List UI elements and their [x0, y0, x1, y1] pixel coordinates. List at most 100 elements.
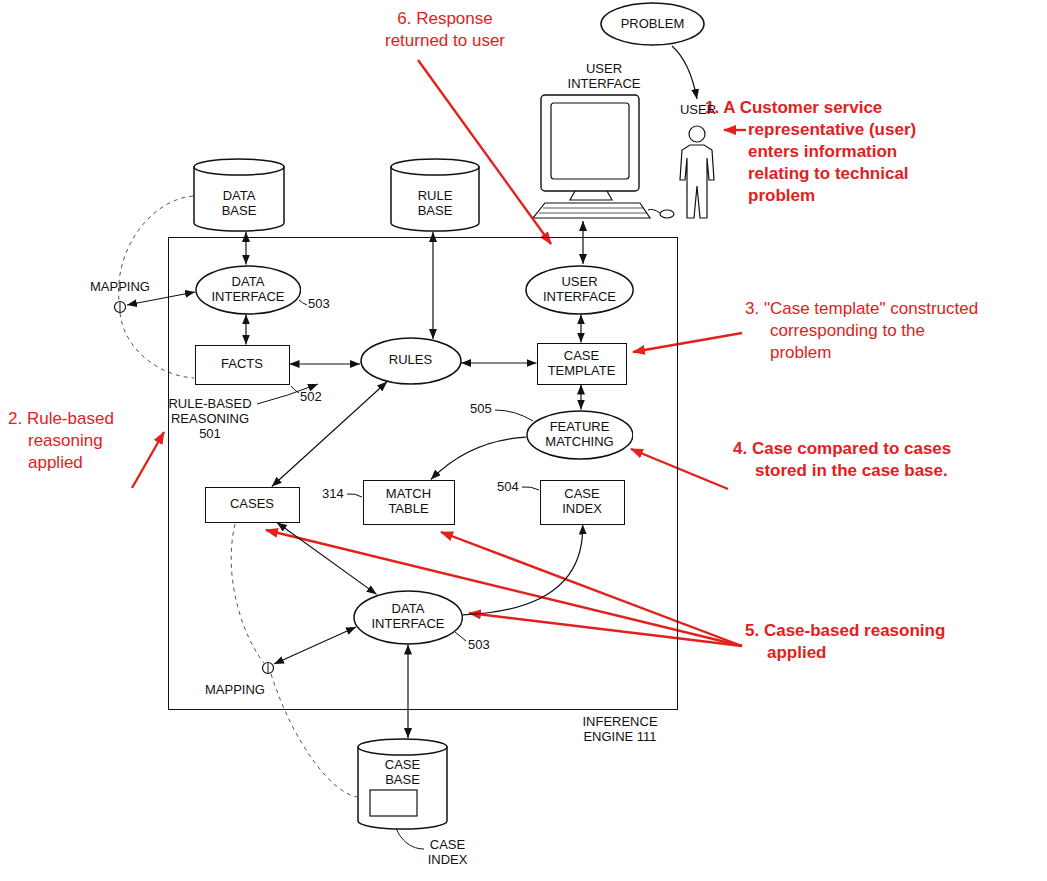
part-label: USER INTERFACE: [559, 62, 649, 92]
mapping-dashed: [120, 313, 194, 378]
leader-line: [522, 487, 539, 490]
node-label: MATCH TABLE: [370, 487, 448, 517]
reference-number: 505: [470, 402, 500, 417]
callout-arrow: [469, 613, 742, 646]
process-ellipse: USER INTERFACE: [525, 265, 634, 315]
callout-text: 6. Response returned to user: [375, 8, 515, 52]
mouse-cord: [648, 209, 660, 213]
monitor: [541, 95, 639, 191]
data-box: CASE TEMPLATE: [537, 343, 627, 385]
node-label: DATA BASE: [212, 189, 267, 219]
data-box: CASE INDEX: [540, 480, 625, 525]
engine-label: INFERENCE ENGINE 111: [580, 715, 660, 745]
engine-frame: INFERENCE ENGINE 111DATA INTERFACEUSER I…: [168, 237, 678, 710]
reference-number: 504: [497, 480, 527, 495]
problem-ellipse: PROBLEM: [600, 2, 705, 46]
monitor-stand: [570, 191, 612, 200]
part-label: RULE-BASED REASONING 501: [160, 397, 260, 442]
connector: [431, 437, 526, 479]
cylinder-top: [194, 159, 284, 175]
mapping-dashed: [231, 524, 264, 663]
mapping-dashed: [271, 674, 357, 797]
ellipse-outline: [354, 591, 462, 644]
ellipse-outline: [361, 338, 461, 384]
process-ellipse: FEATURE MATCHING: [526, 410, 634, 460]
database-cylinder: CASE BASE: [357, 738, 448, 830]
problem-arrow: [672, 46, 697, 99]
leader-line: [495, 410, 533, 421]
reference-number: 314: [322, 487, 352, 502]
callout-arrow: [266, 530, 742, 646]
callout-text: 2. Rule-based reasoning applied: [8, 408, 138, 474]
callout-text: 3. "Case template" constructed correspon…: [745, 298, 982, 364]
leader-line: [299, 300, 307, 305]
ellipse-outline: [196, 266, 301, 314]
node-label: CASE BASE: [376, 758, 430, 788]
node-label: CASES: [230, 497, 274, 512]
database-cylinder: RULE BASE: [390, 158, 480, 232]
process-ellipse: DATA INTERFACE: [195, 265, 302, 315]
cylinder-body: [194, 167, 284, 231]
mapping-circle: [263, 663, 274, 674]
callout-arrow: [132, 432, 164, 488]
connector: [463, 525, 583, 615]
leader-line: [347, 494, 362, 497]
connector: [461, 362, 536, 363]
callout-arrow: [631, 449, 728, 489]
cylinder-top: [358, 739, 447, 755]
node-label: USER INTERFACE: [538, 275, 620, 305]
cylinder-top: [391, 159, 479, 175]
callout-text: 1. A Customer service representative (us…: [705, 97, 948, 207]
connector: [432, 232, 433, 339]
part-label: USER: [676, 103, 720, 118]
node-label: DATA INTERFACE: [208, 275, 288, 305]
mouse: [660, 210, 674, 218]
ellipse-outline: [526, 266, 633, 314]
cylinder-body: [358, 747, 447, 829]
connector: [580, 314, 581, 342]
keyboard: [533, 203, 650, 218]
node-label: RULES: [389, 353, 432, 368]
reference-number: 503: [308, 297, 338, 312]
cylinder-body: [391, 167, 479, 231]
data-box: MATCH TABLE: [363, 480, 455, 525]
part-label: MAPPING: [200, 683, 270, 698]
interface-link: [582, 221, 583, 264]
ellipse-outline: [601, 3, 704, 45]
user-head: [689, 126, 705, 142]
reference-number: 503: [468, 638, 498, 653]
callout-text: 5. Case-based reasoning applied: [745, 620, 957, 664]
callout-arrow: [633, 333, 742, 352]
reference-number: 502: [300, 390, 330, 405]
connector: [290, 363, 361, 364]
connector: [277, 523, 377, 595]
mapping-circle: [115, 302, 126, 313]
connector: [245, 314, 246, 344]
case-index-block: [370, 790, 417, 816]
process-ellipse: RULES: [360, 337, 462, 385]
node-label: CASE INDEX: [547, 487, 618, 517]
leader-line: [455, 632, 466, 641]
leader-line: [291, 386, 299, 393]
callout-arrow: [441, 532, 742, 646]
connector: [272, 382, 387, 487]
keyboard-keys: [539, 208, 647, 213]
callout-text: 4. Case compared to cases stored in the …: [733, 438, 965, 482]
node-label: PROBLEM: [621, 17, 685, 32]
data-box: FACTS: [195, 345, 290, 385]
ellipse-outline: [527, 411, 633, 459]
connector: [407, 645, 408, 739]
mapping-tick: [268, 663, 269, 673]
node-label: DATA INTERFACE: [366, 602, 449, 632]
part-label: CASE INDEX: [420, 838, 475, 868]
node-label: CASE TEMPLATE: [544, 349, 620, 379]
data-box: CASES: [205, 487, 300, 523]
node-label: RULE BASE: [408, 189, 462, 219]
callout-arrow: [724, 129, 746, 131]
process-ellipse: DATA INTERFACE: [353, 590, 463, 645]
mapping-arrow: [274, 627, 356, 664]
mapping-tick: [120, 302, 121, 312]
monitor-screen: [551, 103, 629, 179]
node-label: FACTS: [221, 357, 263, 372]
